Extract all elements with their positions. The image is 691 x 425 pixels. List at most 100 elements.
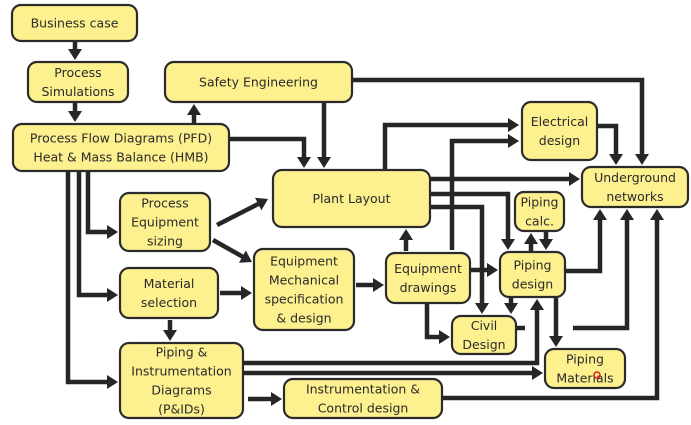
node-box [520, 100, 599, 162]
node-box [271, 168, 432, 229]
node-label: Process [141, 196, 188, 211]
arrowhead-icon [255, 197, 268, 211]
node-label: selection [141, 295, 197, 310]
connector-line [565, 218, 603, 274]
node-label: calc. [525, 214, 554, 229]
arrow-equipment-sizing-to-plant-layout [215, 197, 268, 228]
node-label: design [512, 277, 553, 292]
arrowhead-icon [524, 233, 538, 244]
arrow-pid-to-piping-design [243, 299, 544, 366]
arrow-plant-layout-to-electrical [382, 118, 519, 170]
node-box [26, 60, 130, 104]
arrowhead-icon [650, 209, 664, 220]
connector-line [65, 171, 109, 385]
node-label: Material [144, 276, 195, 291]
node-label: drawings [400, 280, 457, 295]
connector-line [211, 238, 246, 260]
node-plant-layout: Plant Layout [271, 168, 432, 229]
node-label: Underground [594, 170, 676, 185]
arrow-material-selection-to-mech-spec [220, 286, 252, 300]
arrow-drawings-to-electrical [449, 134, 519, 250]
node-label: Simulations [41, 84, 114, 99]
node-label: Mechanical [269, 273, 339, 288]
arrowhead-icon [532, 366, 543, 380]
arrowhead-icon [539, 239, 553, 250]
node-label: networks [606, 189, 663, 204]
connector-line [76, 171, 109, 298]
arrow-piping-design-to-civil [504, 297, 518, 314]
node-box [163, 60, 354, 104]
arrow-pfd-to-safety [187, 104, 201, 124]
arrowhead-icon [373, 278, 384, 292]
arrowhead-icon [68, 111, 82, 122]
arrowhead-icon [504, 303, 518, 314]
arrow-plant-layout-to-civil [430, 204, 489, 314]
node-box [580, 165, 690, 209]
connector-line [573, 218, 630, 331]
node-box [282, 377, 444, 420]
node-box [513, 190, 566, 233]
arrow-drawings-to-civil [424, 303, 450, 344]
node-label: Piping [520, 195, 558, 210]
node-label: Instrumentation & [306, 382, 420, 397]
node-label: Heat & Mass Balance (HMB) [33, 150, 208, 165]
node-label: Civil [471, 318, 498, 333]
arrowhead-icon [487, 263, 498, 277]
arrowhead-icon [530, 299, 544, 310]
connector-line [229, 136, 307, 159]
arrow-plant-layout-to-piping-design [430, 191, 515, 250]
node-safety-engineering: Safety Engineering [163, 60, 354, 104]
arrowhead-icon [439, 330, 450, 344]
node-label: Design [462, 337, 505, 352]
arrow-instrumentation-to-underground [442, 209, 664, 401]
connector-line [424, 303, 441, 340]
node-box [118, 266, 220, 320]
arrow-safety-to-underground [352, 77, 649, 165]
connector-line [243, 308, 540, 366]
arrow-piping-design-to-piping-calc [524, 233, 538, 252]
arrow-pid-to-piping-materials [243, 366, 543, 380]
node-label: Process Flow Diagrams (PFD) [30, 131, 212, 146]
connector-line [215, 201, 262, 228]
node-label: Diagrams [151, 383, 211, 398]
arrowhead-icon [508, 134, 519, 148]
connector-line [430, 204, 485, 305]
arrow-material-selection-to-pid [163, 320, 177, 341]
arrow-business-case-to-simulations [68, 41, 82, 60]
arrowhead-icon [317, 157, 331, 168]
arrowhead-icon [609, 154, 623, 165]
arrowhead-icon [501, 239, 515, 250]
node-label: Plant Layout [313, 191, 391, 206]
arrowhead-icon [241, 286, 252, 300]
arrow-mech-spec-to-drawings [356, 278, 384, 292]
node-label: Piping [566, 352, 604, 367]
arrow-pfd-to-pid [65, 171, 118, 389]
arrow-electrical-to-underground [597, 123, 623, 165]
arrowhead-icon [475, 303, 489, 314]
node-pfd-hmb: Process Flow Diagrams (PFD) Heat & Mass B… [11, 122, 231, 173]
node-label: Safety Engineering [199, 75, 318, 90]
arrow-drawings-to-piping-design [470, 263, 498, 277]
arrowhead-icon [635, 154, 649, 165]
node-label: Equipment [394, 261, 462, 276]
node-label: (P&IDs) [158, 402, 205, 417]
node-label: Instrumentation [131, 364, 231, 379]
arrowhead-icon [68, 49, 82, 60]
node-box [11, 122, 231, 173]
connector-line [85, 171, 109, 235]
node-box [10, 3, 139, 43]
node-box [118, 341, 245, 420]
arrow-civil-to-underground [573, 209, 634, 331]
arrow-drawings-to-plant-layout [399, 229, 413, 251]
node-box [498, 250, 567, 299]
node-instrumentation-control: Instrumentation &Control design [282, 377, 444, 420]
connector-line [382, 122, 510, 170]
cursor-indicator [593, 371, 601, 379]
arrow-equipment-sizing-to-mech-spec [211, 238, 252, 263]
arrow-pid-to-instrumentation [248, 392, 282, 406]
